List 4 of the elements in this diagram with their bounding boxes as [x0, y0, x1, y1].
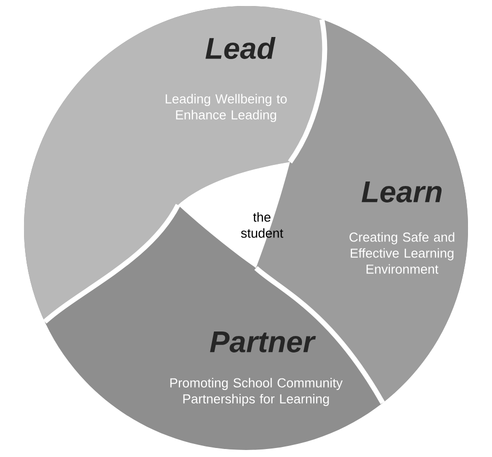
- segment-label: Lead Leading Wellbeing to Enhance Leading: [166, 36, 287, 122]
- center-label: the student: [241, 212, 284, 238]
- segment-label: Partner Promoting School Community Partnerships for Learning: [170, 332, 343, 406]
- segment-label: Learn Creating Safe and Effective Learning Environment: [350, 182, 454, 274]
